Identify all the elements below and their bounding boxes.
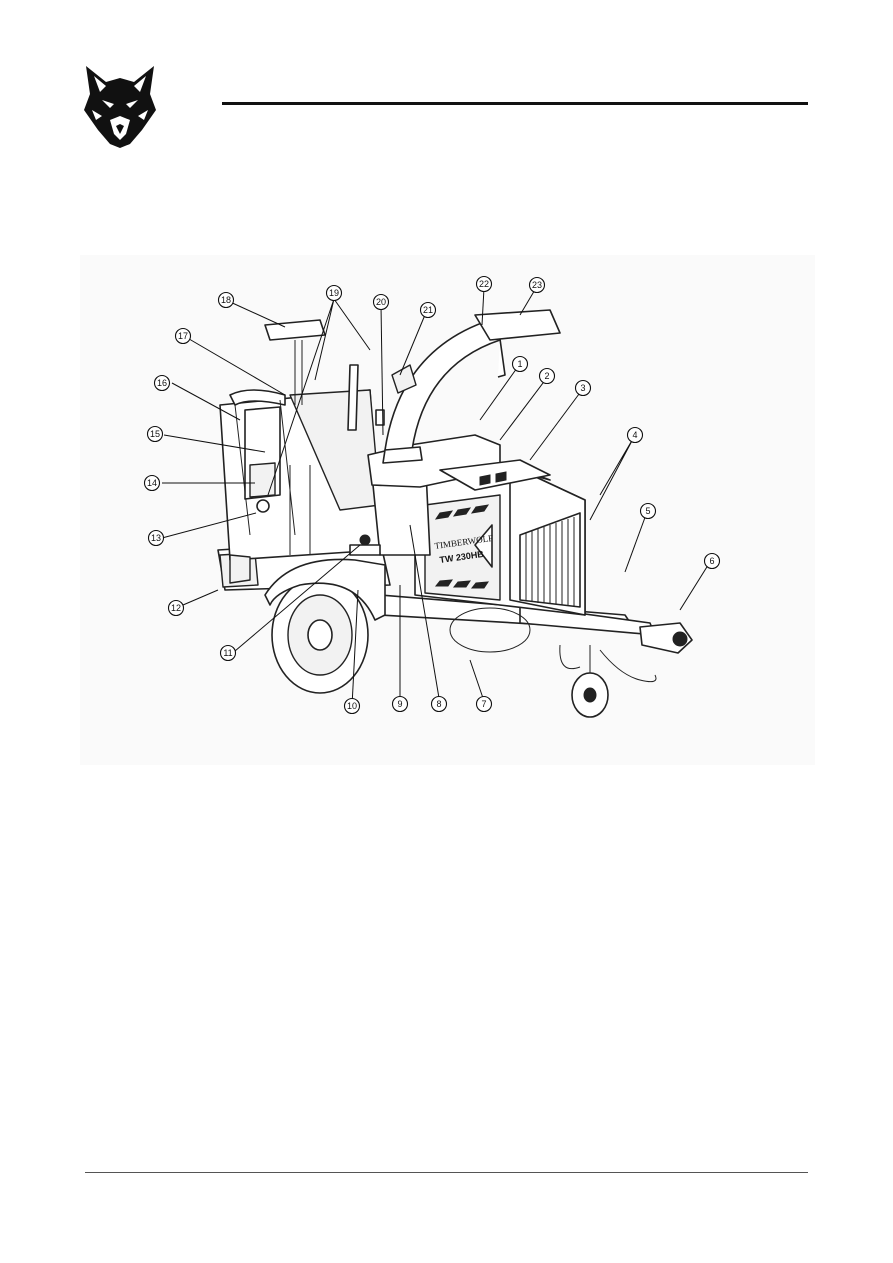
callout-13: 13 bbox=[147, 529, 165, 547]
svg-text:14: 14 bbox=[147, 478, 157, 488]
svg-text:8: 8 bbox=[436, 699, 441, 709]
wolf-logo bbox=[80, 60, 160, 150]
svg-text:9: 9 bbox=[397, 699, 402, 709]
callout-18: 18 bbox=[217, 291, 235, 309]
wolf-head-icon bbox=[84, 66, 156, 148]
callout-5: 5 bbox=[639, 502, 657, 520]
wood-chipper-illustration: TIMBERWOLF TW 230HB bbox=[217, 309, 693, 718]
svg-text:18: 18 bbox=[221, 295, 231, 305]
callout-20: 20 bbox=[372, 293, 390, 311]
header-rule bbox=[222, 102, 808, 105]
footer-rule bbox=[85, 1172, 808, 1173]
svg-text:11: 11 bbox=[223, 648, 232, 658]
callout-2: 2 bbox=[538, 367, 556, 385]
callout-19: 19 bbox=[325, 284, 343, 302]
chute-deflector bbox=[474, 309, 561, 341]
svg-text:1: 1 bbox=[517, 359, 522, 369]
callout-10: 10 bbox=[343, 697, 361, 715]
svg-text:3: 3 bbox=[580, 383, 585, 393]
emergency-stop bbox=[256, 499, 270, 513]
callout-8: 8 bbox=[430, 695, 448, 713]
machine-diagram: TIMBERWOLF TW 230HB bbox=[80, 255, 815, 765]
svg-text:21: 21 bbox=[423, 305, 433, 315]
callout-markers: 1 2 3 4 5 6 7 8 9 10 11 12 13 14 15 16 1… bbox=[143, 275, 721, 715]
side-panel bbox=[424, 494, 501, 601]
callout-9: 9 bbox=[391, 695, 409, 713]
svg-text:22: 22 bbox=[479, 279, 489, 289]
callout-1: 1 bbox=[511, 355, 529, 373]
callout-4: 4 bbox=[626, 426, 644, 444]
callout-6: 6 bbox=[703, 552, 721, 570]
svg-text:6: 6 bbox=[709, 556, 714, 566]
callout-3: 3 bbox=[574, 379, 592, 397]
callout-14: 14 bbox=[143, 474, 161, 492]
callout-11: 11 bbox=[219, 644, 237, 662]
svg-text:19: 19 bbox=[329, 288, 339, 298]
svg-text:10: 10 bbox=[347, 701, 357, 711]
svg-text:15: 15 bbox=[150, 429, 160, 439]
svg-text:12: 12 bbox=[171, 603, 181, 613]
callout-23: 23 bbox=[528, 276, 546, 294]
svg-text:16: 16 bbox=[157, 378, 167, 388]
svg-text:4: 4 bbox=[632, 430, 637, 440]
mudguard bbox=[264, 558, 386, 621]
svg-text:17: 17 bbox=[178, 331, 188, 341]
svg-text:5: 5 bbox=[645, 506, 650, 516]
svg-text:7: 7 bbox=[481, 699, 486, 709]
callout-17: 17 bbox=[174, 327, 192, 345]
callout-16: 16 bbox=[153, 374, 171, 392]
svg-text:20: 20 bbox=[376, 297, 386, 307]
svg-text:13: 13 bbox=[151, 533, 161, 543]
svg-text:2: 2 bbox=[544, 371, 549, 381]
callout-12: 12 bbox=[167, 599, 185, 617]
callout-21: 21 bbox=[419, 301, 437, 319]
feed-tray bbox=[229, 389, 286, 406]
leader-lines bbox=[161, 287, 711, 707]
svg-text:23: 23 bbox=[532, 280, 542, 290]
callout-7: 7 bbox=[475, 695, 493, 713]
callout-15: 15 bbox=[146, 425, 164, 443]
callout-22: 22 bbox=[475, 275, 493, 293]
